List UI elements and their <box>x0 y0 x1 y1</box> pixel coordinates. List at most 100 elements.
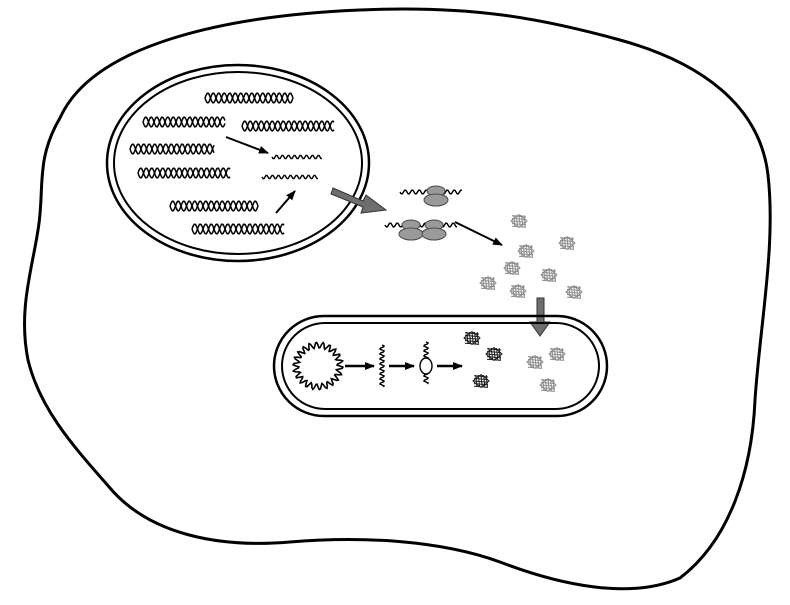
protein-organelle-imported-3-hatch-v4 <box>550 378 553 392</box>
protein-cytoplasm-5-hatch-v4 <box>551 268 554 282</box>
protein-cytoplasm-3-hatch-h5 <box>518 255 534 258</box>
dna-strands <box>129 92 335 235</box>
organelle-proteins-imported <box>526 346 566 393</box>
protein-organelle-imported-3 <box>539 377 557 393</box>
mrna-nucleus-2 <box>261 174 318 180</box>
organelle-ribosome <box>419 357 433 375</box>
protein-cytoplasm-6-hatch-v4 <box>490 276 493 290</box>
protein-cytoplasm-7-hatch-h5 <box>510 295 526 298</box>
protein-organelle-imported-1-hatch-v5 <box>561 347 564 361</box>
protein-cytoplasm-6-hatch-h5 <box>480 287 496 290</box>
ribosome-1 <box>423 185 449 207</box>
protein-organelle-imported-2-hatch-h4 <box>527 364 543 367</box>
protein-cytoplasm-5-hatch-h4 <box>541 277 557 280</box>
mrna-nucleus-1 <box>271 154 322 160</box>
protein-cytoplasm-3-hatch-h4 <box>518 253 534 256</box>
protein-cytoplasm-3-hatch-h3 <box>518 250 534 253</box>
protein-organelle-imported-3-hatch-h4 <box>540 387 556 390</box>
ribosome-2-large-subunit <box>398 227 424 241</box>
protein-organelle-dark-2 <box>485 346 503 362</box>
protein-cytoplasm-8-hatch-h3 <box>566 291 582 294</box>
protein-organelle-dark-1-hatch-v4 <box>474 331 477 345</box>
protein-organelle-imported-1-hatch-h3 <box>549 353 565 356</box>
protein-organelle-dark-1-hatch-h5 <box>464 342 480 345</box>
protein-organelle-imported-2-hatch-v4 <box>537 355 540 369</box>
protein-organelle-dark-1-hatch-h4 <box>464 340 480 343</box>
protein-cytoplasm-1-hatch-v4 <box>521 214 524 228</box>
protein-organelle-dark-3 <box>472 373 490 389</box>
protein-cytoplasm-4-hatch-h5 <box>504 272 520 275</box>
protein-cytoplasm-8-hatch-h5 <box>566 296 582 299</box>
dna-helix-2-strand-2 <box>142 116 226 128</box>
protein-cytoplasm-6 <box>479 275 497 291</box>
protein-cytoplasm-7 <box>509 283 527 299</box>
protein-cytoplasm-6-hatch-v5 <box>492 276 495 290</box>
protein-organelle-dark-1-hatch-v5 <box>476 331 479 345</box>
ribosome-1-large-subunit <box>423 193 449 207</box>
protein-cytoplasm-4 <box>503 260 521 276</box>
ribosome-3 <box>421 219 447 241</box>
protein-cytoplasm-7-hatch-v4 <box>520 284 523 298</box>
protein-organelle-imported-2-hatch-h5 <box>527 366 543 369</box>
protein-cytoplasm-8-hatch-v3 <box>573 285 576 299</box>
protein-organelle-imported-2-hatch-v5 <box>539 355 542 369</box>
protein-cytoplasm-6-hatch-h4 <box>480 285 496 288</box>
protein-organelle-imported-3-hatch-v3 <box>547 378 550 392</box>
protein-cytoplasm-1-hatch-v5 <box>523 214 526 228</box>
protein-cytoplasm-1 <box>510 213 528 229</box>
protein-cytoplasm-2-hatch-h5 <box>559 247 575 250</box>
protein-cytoplasm-8 <box>565 284 583 300</box>
organelle-mrna-1 <box>378 344 386 388</box>
protein-organelle-dark-3-hatch-v3 <box>480 374 483 388</box>
protein-cytoplasm-2-hatch-v5 <box>571 236 574 250</box>
protein-cytoplasm-7-hatch-h3 <box>510 290 526 293</box>
dna-helix-4-strand-2 <box>129 143 215 155</box>
protein-organelle-dark-2-hatch-v5 <box>498 347 501 361</box>
protein-cytoplasm-2-hatch-v4 <box>569 236 572 250</box>
protein-organelle-dark-1 <box>463 330 481 346</box>
mrna-cytoplasm-2 <box>384 222 458 228</box>
protein-organelle-imported-1-hatch-h5 <box>549 358 565 361</box>
protein-organelle-dark-3-hatch-h3 <box>473 380 489 383</box>
protein-cytoplasm-2 <box>558 235 576 251</box>
protein-cytoplasm-8-hatch-v5 <box>578 285 581 299</box>
protein-organelle-imported-2-hatch-v3 <box>534 355 537 369</box>
protein-cytoplasm-6-hatch-h3 <box>480 282 496 285</box>
dna-helix-3-strand-2 <box>241 120 335 132</box>
protein-cytoplasm-3-hatch-v4 <box>528 244 531 258</box>
organelle-circular-dna <box>291 341 345 391</box>
protein-organelle-dark-3-hatch-v4 <box>483 374 486 388</box>
protein-organelle-imported-1-hatch-v4 <box>559 347 562 361</box>
protein-organelle-dark-2-hatch-v4 <box>496 347 499 361</box>
protein-cytoplasm-5-hatch-h5 <box>541 279 557 282</box>
protein-cytoplasm-2-hatch-h4 <box>559 245 575 248</box>
protein-organelle-dark-3-hatch-v5 <box>485 374 488 388</box>
protein-cytoplasm-5-hatch-v3 <box>548 268 551 282</box>
translation-arrow <box>454 221 503 246</box>
protein-organelle-dark-1-hatch-h3 <box>464 337 480 340</box>
protein-cytoplasm-5-hatch-h3 <box>541 274 557 277</box>
protein-cytoplasm-1-hatch-h3 <box>511 220 527 223</box>
transcription-arrow-upper <box>225 136 269 154</box>
protein-organelle-dark-1-hatch-v3 <box>471 331 474 345</box>
protein-organelle-dark-3-hatch-h4 <box>473 383 489 386</box>
protein-cytoplasm-3-hatch-v3 <box>525 244 528 258</box>
protein-cytoplasm-7-hatch-h4 <box>510 293 526 296</box>
protein-cytoplasm-8-hatch-v4 <box>576 285 579 299</box>
organelle-proteins-dark <box>463 330 503 389</box>
ribosome-2 <box>398 219 424 241</box>
protein-cytoplasm-6-hatch-v3 <box>487 276 490 290</box>
protein-organelle-imported-3-hatch-h3 <box>540 384 556 387</box>
dna-helix-6-strand-2 <box>169 200 259 212</box>
protein-cytoplasm-1-hatch-h4 <box>511 223 527 226</box>
protein-organelle-imported-2 <box>526 354 544 370</box>
dna-helix-2-strand-1 <box>142 116 226 128</box>
organelle-mrna <box>378 341 433 388</box>
protein-organelle-imported-3-hatch-h5 <box>540 389 556 392</box>
protein-organelle-imported-1 <box>548 346 566 362</box>
protein-organelle-dark-2-hatch-h5 <box>486 358 502 361</box>
protein-cytoplasm-5-hatch-v5 <box>553 268 556 282</box>
protein-cytoplasm-2-hatch-h3 <box>559 242 575 245</box>
